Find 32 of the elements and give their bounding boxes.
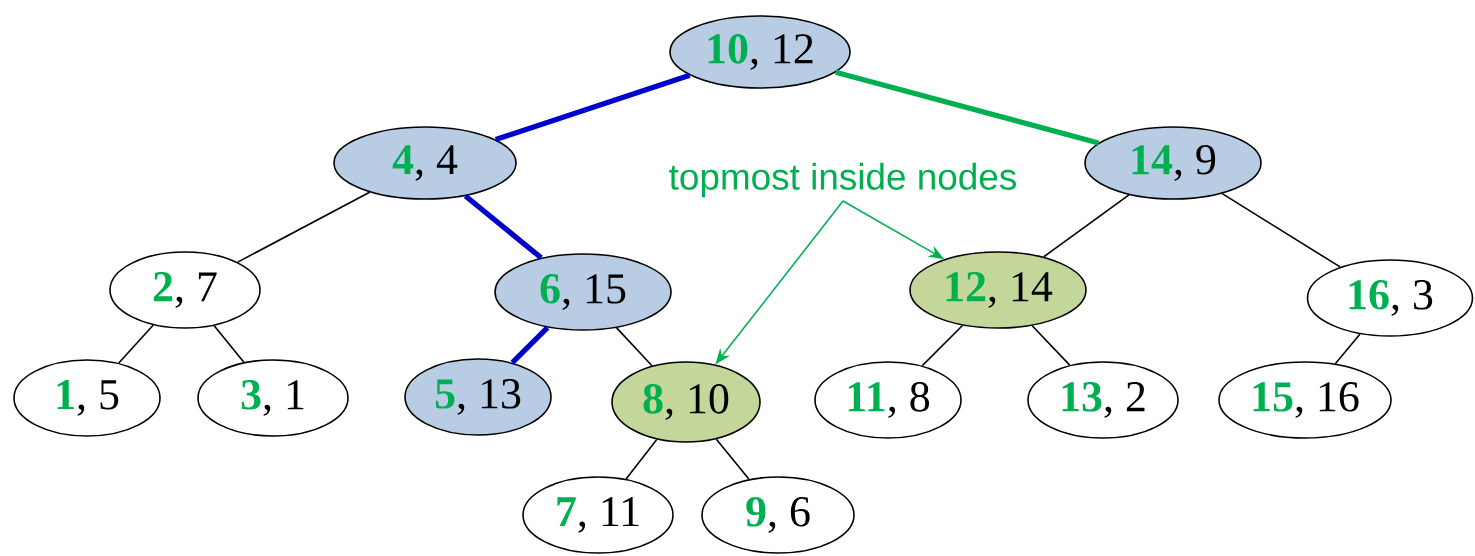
tree-edge — [1031, 325, 1071, 366]
tree-edge — [1334, 333, 1361, 365]
tree-edge — [715, 438, 750, 480]
tree-node: 8, 10 — [611, 361, 761, 443]
tree-node: 12, 14 — [909, 251, 1087, 329]
tree-node: 4, 4 — [333, 126, 517, 200]
tree-node: 6, 15 — [494, 253, 672, 331]
tree-edge — [118, 324, 154, 364]
tree-node: 1, 5 — [13, 359, 161, 437]
tree-edge — [213, 325, 245, 363]
tree-node: 11, 8 — [814, 361, 962, 439]
tree-edge — [835, 69, 1100, 146]
tree-node: 14, 9 — [1084, 126, 1262, 200]
tree-node: 15, 16 — [1218, 361, 1392, 439]
tree-edge — [1221, 192, 1341, 268]
tree-edge — [463, 193, 543, 260]
tree-edge — [625, 438, 658, 480]
tree-node: 5, 13 — [404, 358, 552, 436]
annotation-label: topmost inside nodes — [669, 162, 1016, 198]
tree-node: 3, 1 — [197, 359, 349, 437]
tree-edge — [921, 324, 964, 367]
tree-edge — [494, 72, 691, 143]
tree-edge — [615, 327, 653, 367]
tree-node: 7, 11 — [522, 476, 674, 554]
tree-node: 10, 12 — [669, 15, 851, 89]
tree-edge — [1043, 194, 1130, 258]
tree-node: 13, 2 — [1027, 361, 1179, 439]
tree-node: 9, 6 — [701, 476, 855, 554]
tree-node: 16, 3 — [1306, 259, 1474, 337]
tree-edge — [236, 191, 371, 263]
tree-edge — [510, 325, 550, 365]
tree-node: 2, 7 — [109, 251, 261, 329]
